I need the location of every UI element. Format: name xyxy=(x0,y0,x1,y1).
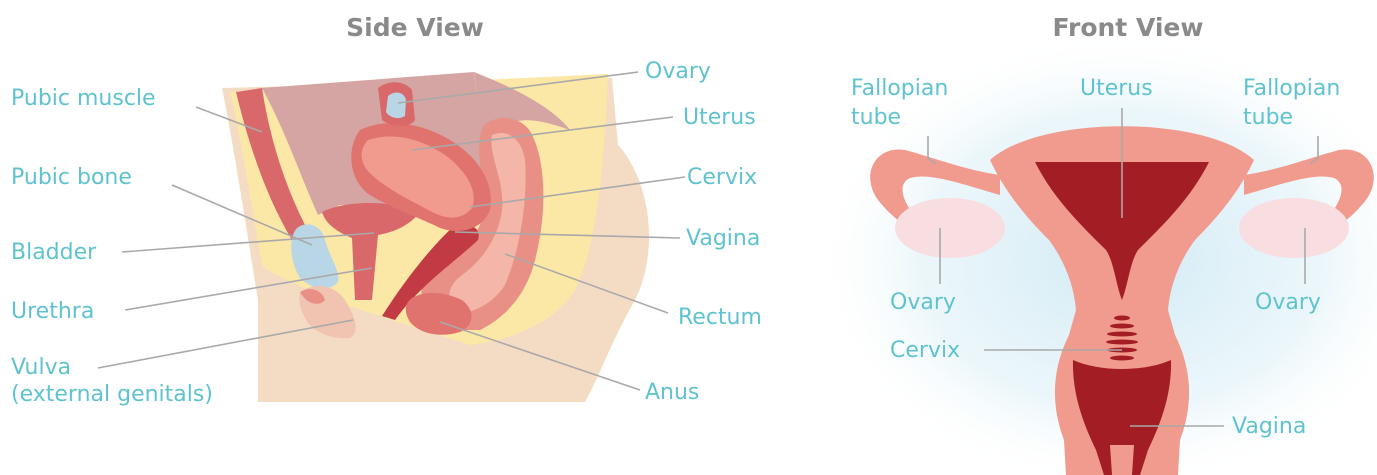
side-view-illustration xyxy=(222,72,649,402)
label-fallopian-right-line2: tube xyxy=(1243,105,1293,130)
label-front-uterus: Uterus xyxy=(1080,76,1153,101)
label-fallopian-right: Fallopian xyxy=(1243,76,1340,101)
label-vulva: Vulva xyxy=(11,355,71,380)
label-bladder: Bladder xyxy=(11,240,97,265)
label-uterus: Uterus xyxy=(683,105,756,130)
side-view-title: Side View xyxy=(346,13,484,42)
label-vulva-detail: (external genitals) xyxy=(11,382,213,407)
label-urethra: Urethra xyxy=(11,299,94,324)
vagina-inner-light xyxy=(1110,445,1134,475)
label-vagina: Vagina xyxy=(686,226,760,251)
ovary-left-shape xyxy=(895,198,1005,258)
label-ovary: Ovary xyxy=(645,59,711,84)
label-rectum: Rectum xyxy=(678,305,762,330)
label-fallopian-left: Fallopian xyxy=(851,76,948,101)
label-pubic-bone: Pubic bone xyxy=(11,165,132,190)
label-pubic-muscle: Pubic muscle xyxy=(11,86,156,111)
label-front-vagina: Vagina xyxy=(1232,414,1306,439)
ovary-inner xyxy=(386,93,406,119)
front-view-title: Front View xyxy=(1053,13,1204,42)
label-ovary-left: Ovary xyxy=(890,290,956,315)
label-anus: Anus xyxy=(645,380,699,405)
label-cervix: Cervix xyxy=(687,165,757,190)
ovary-right-shape xyxy=(1239,198,1349,258)
label-fallopian-left-line2: tube xyxy=(851,105,901,130)
label-ovary-right: Ovary xyxy=(1255,290,1321,315)
label-front-cervix: Cervix xyxy=(890,338,960,363)
